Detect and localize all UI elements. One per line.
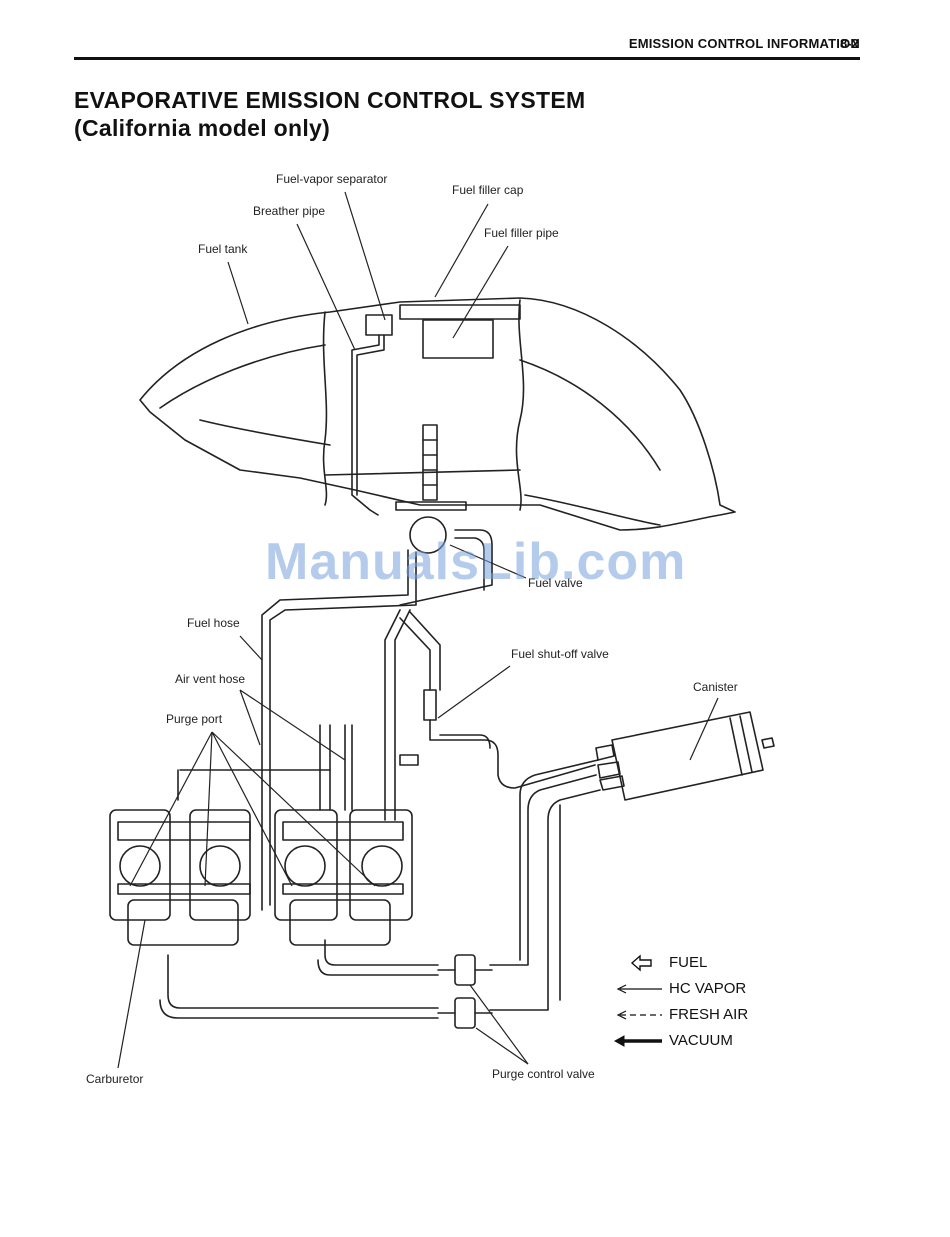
legend-symbols xyxy=(613,954,662,1047)
leader-air-vent-2 xyxy=(239,689,261,746)
fuel-tank-outline xyxy=(139,297,736,531)
leader-shutoff-valve xyxy=(437,665,511,719)
watermark: ManualsLib.com xyxy=(265,533,687,591)
leader-purge-port-3 xyxy=(211,731,293,887)
label-carburetor: Carburetor xyxy=(86,1072,144,1086)
leader-vapor-separator xyxy=(344,191,386,321)
purge-control-valve-2 xyxy=(454,997,476,1029)
header-rule xyxy=(74,57,860,60)
legend-fuel: FUEL xyxy=(615,954,707,971)
leader-purge-port-1 xyxy=(129,731,213,887)
leader-fuel-tank xyxy=(227,261,249,325)
fuel-vapor-separator-shape xyxy=(365,314,393,336)
fuel-hose-path xyxy=(261,549,409,911)
fuel-valve-stack xyxy=(422,424,438,501)
label-fuel-valve: Fuel valve xyxy=(528,576,583,590)
legend-fresh-air: FRESH AIR xyxy=(615,1006,748,1023)
label-fuel-filler-cap: Fuel filler cap xyxy=(452,183,524,197)
canister-vacuum-hose xyxy=(489,789,601,1011)
fuel-shutoff-valve-shape xyxy=(423,689,437,721)
leader-filler-cap xyxy=(434,203,489,298)
page-title: EVAPORATIVE EMISSION CONTROL SYSTEM (Cal… xyxy=(74,86,585,142)
purge-control-valve-1 xyxy=(454,954,476,986)
fuel-tank-inner xyxy=(159,344,661,526)
leader-breather-pipe xyxy=(296,223,356,351)
leader-filler-pipe xyxy=(452,245,509,339)
tank-cutaway-right xyxy=(515,299,525,511)
legend-hc-vapor: HC VAPOR xyxy=(615,980,746,997)
section-header: EMISSION CONTROL INFORMATION xyxy=(628,36,860,51)
label-fuel-vapor-separator: Fuel-vapor separator xyxy=(276,172,388,186)
legend-fresh-air-text: FRESH AIR xyxy=(669,1006,749,1023)
tank-cutaway-left xyxy=(322,311,328,506)
leader-fuel-valve xyxy=(449,544,527,579)
label-purge-port: Purge port xyxy=(166,712,223,726)
leader-purge-valve-2 xyxy=(475,1027,529,1065)
legend-hc-vapor-text: HC VAPOR xyxy=(669,980,747,997)
legend-vacuum-text: VACUUM xyxy=(669,1032,733,1049)
carburetor-right-pair xyxy=(274,724,413,946)
leader-purge-valve-1 xyxy=(469,984,529,1065)
title-line-1: EVAPORATIVE EMISSION CONTROL SYSTEM xyxy=(74,87,586,113)
fuel-filler-cap-shape xyxy=(399,304,521,320)
leader-fuel-hose xyxy=(239,635,263,661)
legend-fuel-symbol xyxy=(630,954,652,972)
label-canister: Canister xyxy=(693,680,738,694)
leader-air-vent-1 xyxy=(239,689,346,761)
label-air-vent-hose: Air vent hose xyxy=(175,672,246,686)
carburetor-left-pair xyxy=(109,769,331,946)
legend-fuel-text: FUEL xyxy=(669,954,708,971)
fuel-valve-body xyxy=(409,516,447,554)
leader-purge-port-2 xyxy=(204,731,213,887)
leader-purge-port-4 xyxy=(211,731,376,887)
legend-vacuum: VACUUM xyxy=(615,1032,733,1049)
label-fuel-hose: Fuel hose xyxy=(187,616,240,630)
label-fuel-filler-pipe: Fuel filler pipe xyxy=(484,226,559,240)
breather-pipe-inner xyxy=(356,334,385,496)
leader-canister xyxy=(689,697,719,761)
label-breather-pipe: Breather pipe xyxy=(253,204,326,218)
canister-body xyxy=(611,711,764,801)
fuel-filler-pipe-shape xyxy=(422,319,494,359)
title-line-2: (California model only) xyxy=(74,115,331,141)
breather-pipe-shape xyxy=(351,334,380,516)
leader-carburetor xyxy=(117,919,146,1069)
page-number: 8-2 xyxy=(840,36,859,51)
fuel-valve-flange xyxy=(395,501,467,511)
label-fuel-tank: Fuel tank xyxy=(198,242,248,256)
label-purge-control-valve: Purge control valve xyxy=(492,1067,595,1081)
air-vent-hose-path xyxy=(384,609,401,821)
label-fuel-shutoff-valve: Fuel shut-off valve xyxy=(511,647,609,661)
